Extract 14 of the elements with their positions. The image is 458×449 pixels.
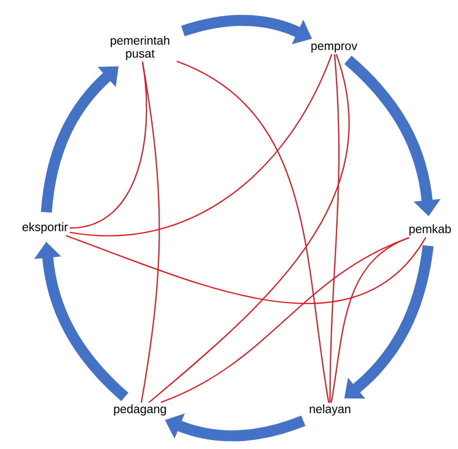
node-label: nelayan [310, 404, 350, 416]
connecting-line [160, 237, 410, 403]
connecting-line [148, 54, 350, 403]
node-label: eksportir [22, 222, 68, 234]
connecting-line [70, 54, 332, 236]
node-label: pedagang [114, 404, 166, 416]
connecting-line [330, 237, 410, 403]
node-label: pemerintah pusat [110, 36, 170, 60]
node-label: pemprov [311, 44, 358, 52]
connecting-line [176, 60, 330, 403]
connecting-line [329, 54, 340, 403]
connecting-line [70, 62, 147, 229]
connecting-line [66, 235, 426, 304]
node-label: pemkab [409, 224, 451, 236]
